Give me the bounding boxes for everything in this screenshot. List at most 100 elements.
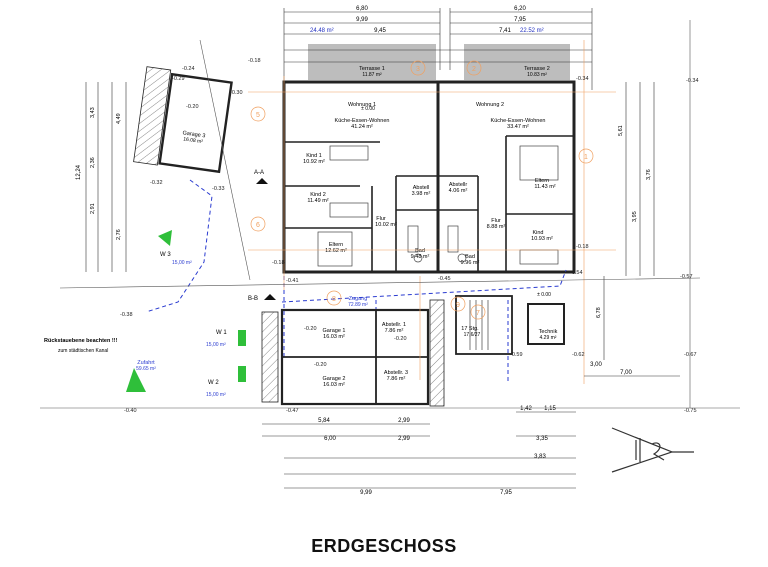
dim-right-c: 3,95: [632, 211, 638, 222]
level-19: -0.75: [684, 408, 697, 414]
dim-left-d: 4,49: [116, 113, 122, 124]
dim-bottom-8: 3,83: [534, 454, 546, 460]
zero-level: ± 0.00: [361, 106, 375, 112]
terrasse-1-area: 11.87 m²: [362, 72, 382, 78]
eltern-1-area: 12.62 m²: [325, 248, 347, 254]
level-7: -0.34: [576, 76, 589, 82]
section-a-arrow: [256, 178, 268, 184]
level-16: -0.40: [124, 408, 137, 414]
zugang-label: Zugang: [349, 296, 368, 302]
dim-bottom-11: 1,42: [520, 406, 532, 412]
kind-2-area: 11.49 m²: [307, 198, 328, 204]
bottom-dimension-lines: [262, 375, 680, 489]
level-12: -0.41: [286, 278, 299, 284]
eltern-2-label: Eltern: [535, 178, 549, 184]
level-4: -0.32: [150, 180, 163, 186]
abstell-r1-area: 7.86 m²: [385, 328, 404, 334]
level-23: -0.20: [314, 362, 327, 368]
kew-2-area: 33.47 m²: [507, 124, 529, 130]
technik-area: 4.29 m²: [540, 335, 557, 341]
section-b-label: B-B: [248, 296, 258, 302]
bad-1-label: Bad: [415, 248, 425, 254]
stair-sub: 17,6/27: [464, 332, 481, 338]
terrasse-1-label: Terrasse 1: [359, 66, 385, 72]
level-2: -0.29: [172, 76, 185, 82]
dim-area-1: 24.48 m²: [310, 28, 334, 34]
flur-1-area: 10.02 m²: [375, 222, 397, 228]
eltern-2-area: 11.43 m²: [534, 184, 555, 190]
bad-2-area: 9.96 m²: [461, 260, 480, 266]
level-22: -0.20: [304, 326, 317, 332]
dim-top-5: 9,45: [374, 28, 386, 34]
dim-top-3: 9,99: [356, 17, 368, 23]
abstell-r1-label: Abstellr. 1: [382, 322, 406, 328]
abstell-r3-area: 7.86 m²: [387, 376, 406, 382]
flur-1-label: Flur: [376, 216, 386, 222]
axis-lines: [248, 40, 616, 384]
zufahrt-area: 59.65 m²: [136, 366, 156, 372]
section-markers: [250, 60, 594, 320]
w1-area: 15,00 m²: [206, 342, 226, 348]
dim-bottom-1: 5,84: [318, 418, 330, 424]
rueckstau-note: Rückstauebene beachten !!!: [44, 338, 118, 344]
wohnung-1-label: Wohnung 1: [348, 102, 376, 108]
dim-left-e: 2,76: [116, 229, 122, 240]
level-20: -0.59: [510, 352, 523, 358]
technik-label: Technik: [539, 329, 558, 335]
dim-bottom-2: 2,99: [398, 418, 410, 424]
marker-9: 9: [456, 302, 460, 309]
dim-bottom-4: 2,99: [398, 436, 410, 442]
w3-area: 15,00 m²: [172, 260, 192, 266]
zugang-area: 72.89 m²: [348, 302, 368, 308]
w2-label: W 2: [208, 380, 219, 386]
dim-right-b: 3,76: [646, 169, 652, 180]
building-walls: [282, 80, 576, 274]
w3-label: W 3: [160, 252, 171, 258]
level-8: -0.34: [686, 78, 699, 84]
dim-left-total: 12,24: [76, 164, 82, 180]
kew-1-label: Küche-Essen-Wohnen: [335, 118, 390, 124]
level-21: -0.62: [572, 352, 585, 358]
marker-2: 2: [472, 66, 476, 73]
dim-bottom-10: 3,00: [590, 362, 602, 368]
level-5: -0.33: [212, 186, 225, 192]
zero-level-2: ± 0.00: [537, 292, 551, 298]
level-13: -0.45: [438, 276, 451, 282]
dim-top-4: 7,95: [514, 17, 526, 23]
garage-1-label: Garage 1: [323, 328, 346, 334]
dim-left-a: 3,43: [90, 107, 96, 118]
stair-label: 17 Stg.: [461, 326, 479, 332]
eltern-1-label: Eltern: [329, 242, 343, 248]
abstell-2-area: 4.06 m²: [449, 188, 468, 194]
green-markers: [126, 230, 246, 392]
dim-bottom-3: 6,00: [324, 436, 336, 442]
dim-left-c: 2,91: [90, 203, 96, 214]
dim-area-2: 22.52 m²: [520, 28, 544, 34]
dim-top-6: 7,41: [499, 28, 511, 34]
w2-area: 15,00 m²: [206, 392, 226, 398]
kew-2-label: Küche-Essen-Wohnen: [491, 118, 546, 124]
marker-6: 6: [256, 222, 260, 229]
dim-bottom-6: 7,95: [500, 490, 512, 496]
level-15: -0.38: [120, 312, 133, 318]
zufahrt-label: Zufahrt: [137, 360, 155, 366]
level-9: -0.57: [680, 274, 693, 280]
bad-2-label: Bad: [465, 254, 475, 260]
section-b-arrow: [264, 294, 276, 300]
abstell-1-area: 3.98 m²: [412, 191, 431, 197]
terrasse-2-label: Terrasse 2: [524, 66, 550, 72]
level-11: -0.18: [576, 244, 589, 250]
flur-2-label: Flur: [491, 218, 501, 224]
w1-label: W 1: [216, 330, 227, 336]
north-arrow-icon: [611, 427, 694, 473]
marker-5: 5: [256, 112, 260, 119]
marker-7: 7: [476, 310, 480, 317]
page-title: ERDGESCHOSS: [311, 536, 457, 556]
dim-bottom-12: 1,15: [544, 406, 556, 412]
bad-1-area: 9.48 m²: [411, 254, 430, 260]
kanal-note: zum städtischen Kanal: [58, 348, 108, 354]
left-dimension-lines: [85, 82, 127, 272]
level-25: -0.20: [186, 104, 199, 110]
level-6: -0.18: [248, 58, 261, 64]
